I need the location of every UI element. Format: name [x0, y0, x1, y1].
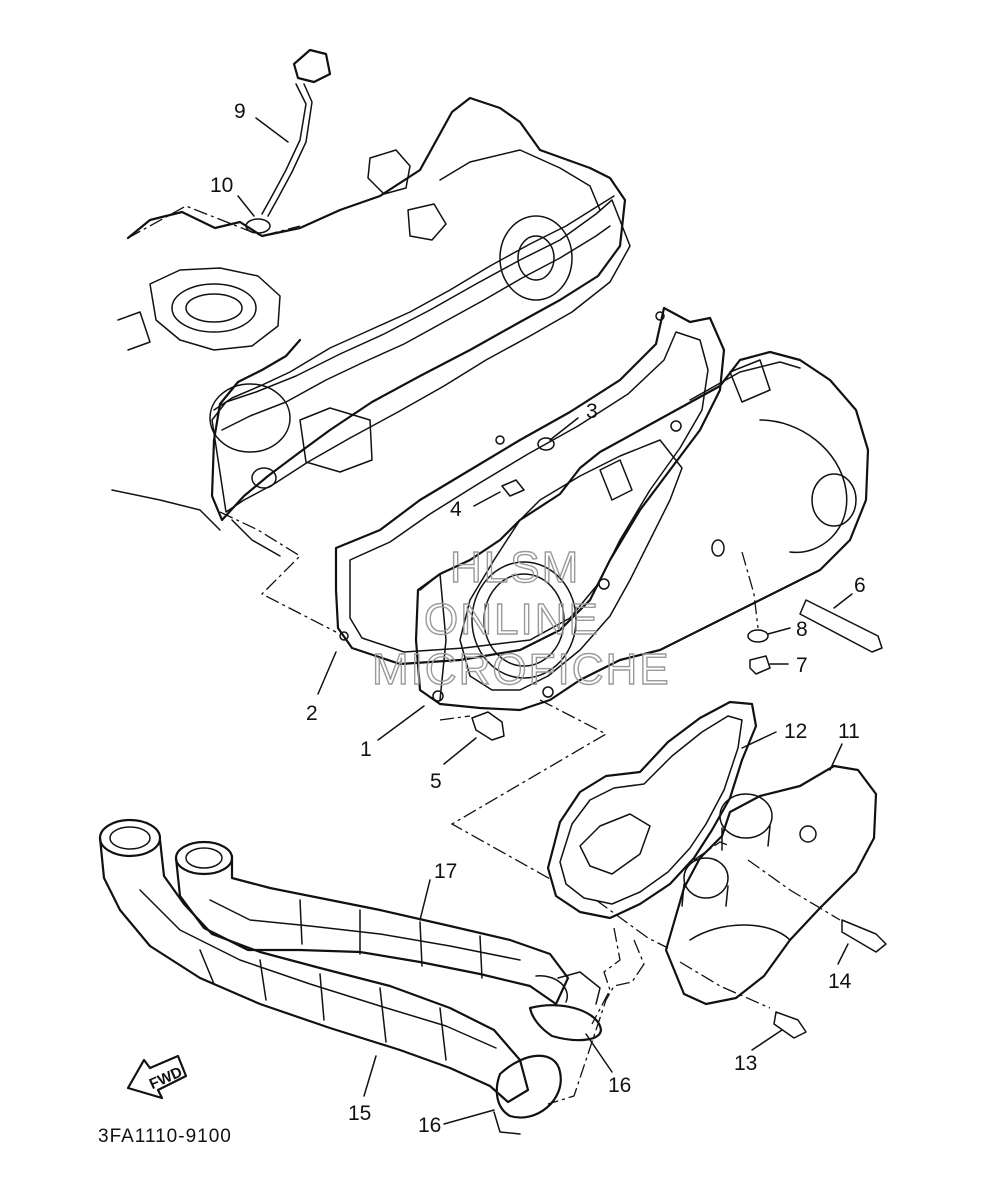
callout-labels: 1 2 3 4 5 6 7 8 9 10 11 12 13 14 15 16 1…	[210, 100, 866, 1137]
callout-12: 12	[784, 720, 807, 743]
callout-9: 9	[234, 100, 246, 123]
forward-arrow-icon: FWD	[126, 1054, 188, 1100]
hose-clamp-drawing	[493, 971, 602, 1135]
air-duct-cover-drawing	[664, 764, 878, 1006]
callout-16-bottom: 16	[418, 1114, 441, 1137]
dowel-pin-4-drawing	[501, 479, 525, 497]
callout-10: 10	[210, 174, 233, 197]
bolt-14-drawing	[841, 919, 887, 953]
bolt-5-drawing	[471, 711, 505, 741]
crankcase-gasket-drawing	[334, 306, 726, 666]
cover-gasket-drawing	[546, 700, 758, 920]
callout-16-right: 16	[608, 1074, 631, 1097]
inner-gasket-drawing	[211, 199, 631, 513]
assembly-lines	[219, 511, 841, 1105]
dipstick-drawing	[245, 48, 332, 234]
callout-13: 13	[734, 1052, 757, 1075]
callout-8: 8	[796, 618, 808, 641]
watermark-line-1: HLSM	[450, 543, 580, 592]
part-code: 3FA1110-9100	[98, 1126, 232, 1147]
callout-3: 3	[586, 400, 598, 423]
callout-6: 6	[854, 574, 866, 597]
callout-17: 17	[434, 860, 457, 883]
watermark: HLSM ONLINE MICROFICHE	[371, 542, 671, 694]
o-ring-10-drawing	[245, 218, 271, 234]
crankcase-cover-drawing	[414, 350, 870, 712]
air-duct-drawing	[98, 818, 570, 1104]
callout-14: 14	[828, 970, 852, 993]
bolt-13-drawing	[773, 1011, 807, 1039]
bolt-7-drawing	[749, 655, 771, 675]
callout-5: 5	[430, 770, 442, 793]
callout-1: 1	[360, 738, 372, 761]
callout-2: 2	[306, 702, 318, 725]
crankcase-drawing	[111, 96, 627, 557]
leader-lines	[237, 117, 853, 1125]
callout-15: 15	[348, 1102, 371, 1125]
callout-7: 7	[796, 654, 808, 677]
washer-3-drawing	[537, 437, 555, 451]
small-parts-upper	[471, 437, 883, 741]
bolt-6-drawing	[799, 599, 883, 653]
small-parts-lower	[773, 919, 887, 1039]
watermark-line-2: ONLINE	[424, 595, 600, 644]
washer-8-drawing	[747, 629, 769, 643]
callout-11: 11	[838, 720, 860, 743]
callout-4: 4	[450, 498, 462, 521]
watermark-line-3: MICROFICHE	[372, 645, 671, 694]
